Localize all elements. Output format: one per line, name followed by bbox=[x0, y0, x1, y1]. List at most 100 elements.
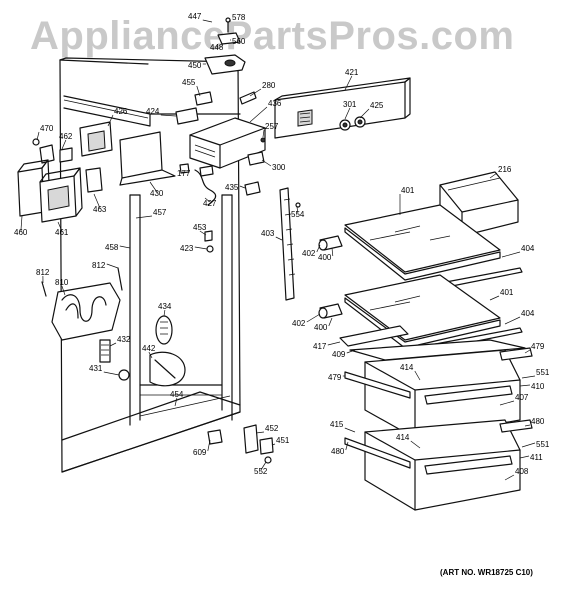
leader-line-463 bbox=[93, 193, 101, 209]
leader-line-400b bbox=[328, 317, 333, 327]
leader-line-455 bbox=[196, 85, 201, 97]
callout-414b: 414 bbox=[396, 433, 410, 442]
callout-578: 578 bbox=[232, 13, 246, 22]
leader-line-470 bbox=[36, 131, 40, 141]
callout-450: 450 bbox=[188, 61, 202, 70]
leader-line-417 bbox=[327, 341, 341, 346]
leader-line-410 bbox=[519, 384, 531, 387]
leader-line-421 bbox=[344, 75, 353, 91]
leader-line-551a bbox=[521, 375, 536, 379]
leader-line-403 bbox=[275, 236, 283, 241]
top-hinge bbox=[204, 17, 246, 75]
callout-409: 409 bbox=[332, 350, 346, 359]
callout-431: 431 bbox=[89, 364, 103, 373]
callout-609: 609 bbox=[193, 448, 207, 457]
callout-257: 257 bbox=[265, 122, 279, 131]
callout-404b: 404 bbox=[521, 309, 535, 318]
air-duct bbox=[194, 91, 213, 106]
cabinet-liner bbox=[59, 57, 241, 473]
mullion bbox=[129, 194, 233, 426]
leader-line-431 bbox=[103, 371, 120, 376]
mullion-parts bbox=[204, 230, 214, 253]
crisper-drawer-upper bbox=[344, 347, 533, 439]
thermostat-424 bbox=[175, 107, 199, 125]
wiring-harness bbox=[179, 163, 217, 206]
leader-line-411 bbox=[519, 455, 530, 459]
callout-400b: 400 bbox=[314, 323, 328, 332]
callout-411: 411 bbox=[530, 453, 543, 462]
callout-435: 435 bbox=[225, 183, 239, 192]
leader-line-810 bbox=[61, 285, 66, 296]
callout-554: 554 bbox=[291, 210, 305, 219]
callout-436: 436 bbox=[268, 99, 282, 108]
leader-line-301 bbox=[344, 107, 351, 120]
control-housing bbox=[189, 117, 266, 169]
callout-454: 454 bbox=[170, 390, 184, 399]
leader-line-554 bbox=[296, 206, 299, 214]
callout-451: 451 bbox=[276, 436, 290, 445]
callout-455: 455 bbox=[182, 78, 196, 87]
ice-chute-parts bbox=[17, 159, 83, 223]
leader-line-435 bbox=[239, 185, 246, 189]
leader-line-462 bbox=[61, 139, 67, 150]
leader-line-460 bbox=[20, 215, 23, 232]
leader-line-402a bbox=[316, 244, 321, 253]
leader-line-216 bbox=[489, 172, 498, 179]
callout-457: 457 bbox=[153, 208, 167, 217]
leader-line-415 bbox=[344, 427, 356, 433]
callout-447: 447 bbox=[188, 12, 202, 21]
crisper-drawer-lower bbox=[344, 419, 533, 511]
callout-460: 460 bbox=[14, 228, 28, 237]
callout-402a: 402 bbox=[302, 249, 316, 258]
leader-line-414b bbox=[410, 440, 421, 449]
leader-line-454 bbox=[174, 397, 178, 407]
art-number: (ART NO. WR18725 C10) bbox=[440, 568, 533, 577]
callout-810: 810 bbox=[55, 278, 69, 287]
light-socket bbox=[244, 181, 261, 196]
callout-410: 410 bbox=[531, 382, 545, 391]
leader-line-407 bbox=[499, 400, 515, 406]
water-parts bbox=[99, 315, 186, 387]
leader-line-404b bbox=[504, 316, 521, 325]
callout-551b: 551 bbox=[536, 440, 550, 449]
leader-line-401b bbox=[489, 295, 500, 301]
leader-line-414a bbox=[414, 370, 421, 381]
callout-415: 415 bbox=[330, 420, 344, 429]
leader-line-447 bbox=[202, 19, 213, 23]
leader-line-609 bbox=[207, 439, 211, 452]
control-panel bbox=[274, 77, 411, 139]
leader-line-453 bbox=[199, 230, 207, 236]
callout-216: 216 bbox=[498, 165, 512, 174]
leader-line-480b bbox=[345, 441, 349, 451]
leader-line-427 bbox=[204, 197, 211, 203]
leader-line-432 bbox=[109, 342, 117, 347]
callout-417: 417 bbox=[313, 342, 327, 351]
heater bbox=[41, 267, 123, 341]
callout-458: 458 bbox=[105, 243, 119, 252]
leader-line-452 bbox=[255, 431, 265, 434]
leader-line-400a bbox=[331, 247, 334, 257]
shelf-ladder bbox=[279, 187, 301, 301]
leader-line-552 bbox=[260, 461, 267, 471]
crisper-cover bbox=[339, 325, 526, 361]
leader-line-812b bbox=[106, 263, 119, 269]
leader-line-458 bbox=[119, 245, 131, 249]
callout-402b: 402 bbox=[292, 319, 306, 328]
callout-404a: 404 bbox=[521, 244, 535, 253]
callout-432: 432 bbox=[117, 335, 131, 344]
callout-463: 463 bbox=[93, 205, 107, 214]
glass-shelf-upper bbox=[318, 204, 523, 291]
leader-line-457 bbox=[135, 215, 153, 219]
callout-403: 403 bbox=[261, 229, 275, 238]
callout-560: 560 bbox=[232, 37, 246, 46]
callout-442: 442 bbox=[142, 344, 156, 353]
light-switch bbox=[247, 137, 266, 166]
callout-479b: 479 bbox=[328, 373, 342, 382]
leader-line-404a bbox=[501, 251, 521, 258]
callout-480b: 480 bbox=[331, 447, 345, 456]
leader-line-409 bbox=[346, 349, 356, 354]
callout-448: 448 bbox=[210, 43, 224, 52]
callout-430: 430 bbox=[150, 189, 164, 198]
callout-552: 552 bbox=[254, 467, 268, 476]
